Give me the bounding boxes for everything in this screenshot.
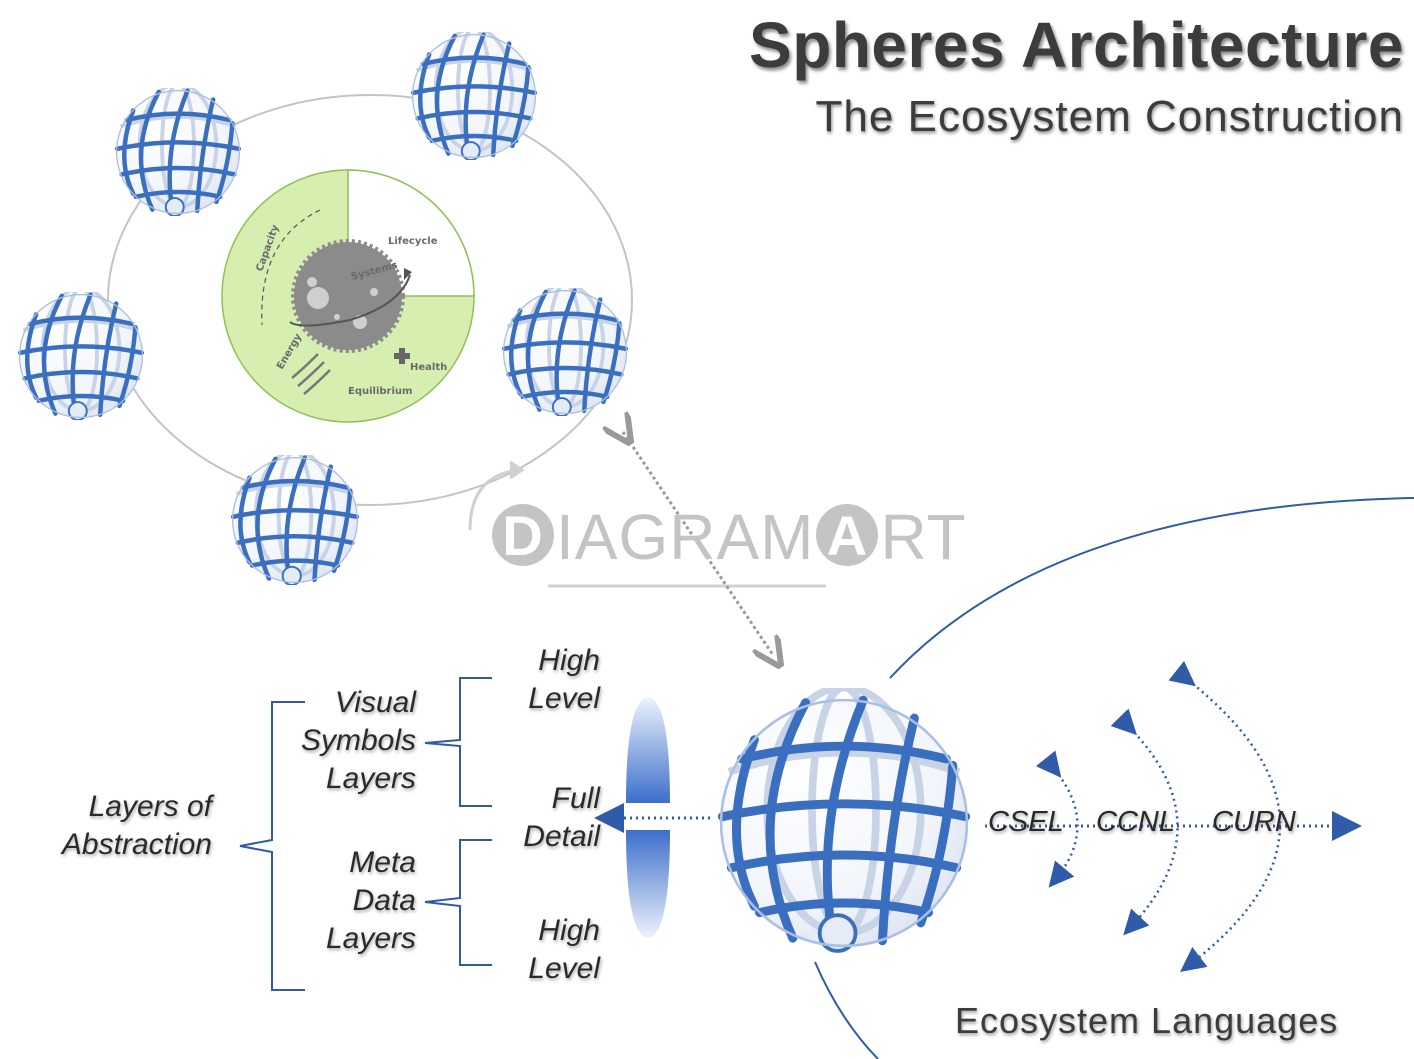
main-globe-icon — [721, 687, 967, 951]
label-line: Symbols — [300, 724, 416, 757]
label-line: Meta — [349, 846, 416, 879]
globe-icon — [20, 288, 143, 420]
ecosystem-wheel: Systems Capacity Lifecycle Health Equili… — [221, 169, 475, 423]
wheel-label-equilibrium: Equilibrium — [348, 386, 412, 397]
globe-icon — [233, 451, 358, 585]
globe-icon — [504, 284, 627, 416]
globe-icon — [117, 84, 240, 216]
label-line: Layers — [325, 922, 416, 955]
brace-meta — [424, 839, 492, 966]
domain-arc-bottom — [814, 961, 879, 1059]
label-line: High — [538, 644, 600, 677]
ccnl-arc — [1110, 708, 1179, 936]
orbit-ring — [107, 94, 633, 506]
label-line: Full — [551, 782, 600, 815]
watermark-text-mid: IAGRAM — [556, 501, 815, 573]
label-line: High — [538, 914, 600, 947]
label-line: Abstraction — [61, 828, 212, 861]
language-ccnl: CCNL — [1096, 806, 1175, 838]
ecosystem-languages-caption: Ecosystem Languages — [955, 1000, 1339, 1041]
label-full-detail: Full Detail — [500, 780, 600, 856]
language-curn: CURN — [1212, 806, 1296, 838]
wheel-label-lifecycle: Lifecycle — [388, 236, 438, 247]
label-line: Visual — [334, 686, 416, 719]
page-title: Spheres Architecture — [749, 9, 1404, 81]
label-line: Detail — [523, 820, 600, 853]
label-line: Layers — [325, 762, 416, 795]
language-csel: CSEL — [988, 806, 1064, 838]
csel-arc — [1035, 750, 1079, 888]
watermark-text-end: RT — [880, 501, 967, 573]
abstraction-lens — [626, 697, 670, 938]
label-line: Layers of — [88, 790, 212, 823]
brace-root — [239, 701, 305, 991]
label-line: Level — [528, 952, 600, 985]
label-layers-of-abstraction: Layers of Abstraction — [40, 788, 212, 864]
label-high-level-bottom: High Level — [500, 912, 600, 988]
label-high-level-top: High Level — [500, 642, 600, 718]
label-meta-data-layers: Meta Data Layers — [290, 844, 416, 958]
watermark-letter-a: A — [816, 504, 879, 567]
brace-visual — [424, 677, 492, 807]
label-visual-symbols-layers: Visual Symbols Layers — [270, 684, 416, 798]
label-line: Level — [528, 682, 600, 715]
domain-arc-top — [889, 497, 1414, 679]
page-subtitle: The Ecosystem Construction — [815, 92, 1404, 141]
watermark-letter-d: D — [492, 504, 554, 567]
wheel-label-health: Health — [410, 362, 447, 373]
label-line: Data — [352, 884, 416, 917]
curn-arc — [1168, 660, 1282, 973]
link-arrow — [623, 432, 773, 655]
globe-icon — [413, 28, 536, 160]
